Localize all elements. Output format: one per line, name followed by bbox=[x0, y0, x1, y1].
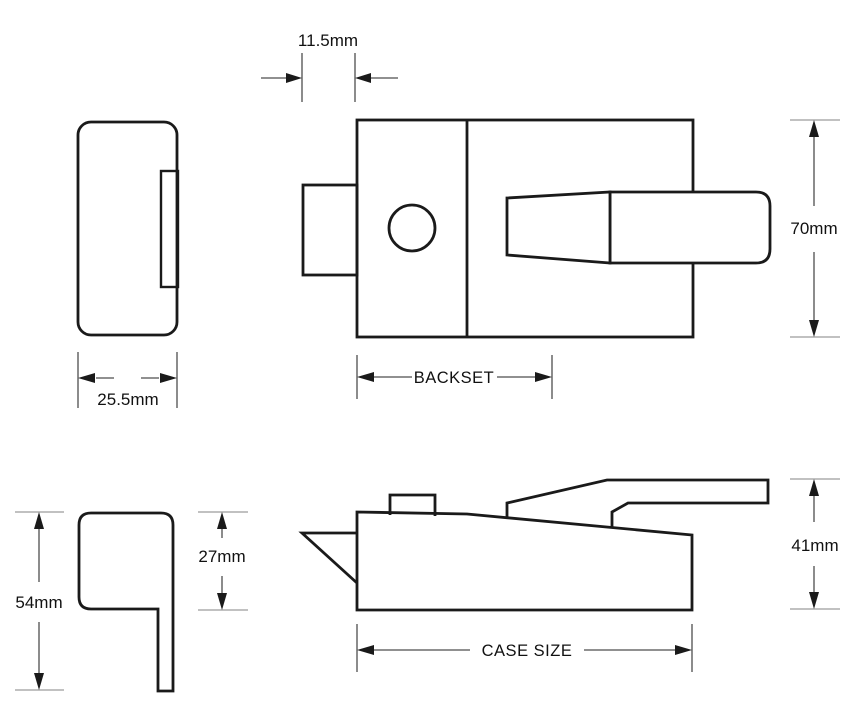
arrowhead-left bbox=[357, 372, 374, 382]
keep-outline bbox=[77, 511, 175, 693]
arrowhead-left bbox=[357, 645, 374, 655]
cylinder-slot bbox=[159, 169, 180, 289]
arrowhead-down bbox=[217, 593, 227, 610]
dimension-11-5mm: 11.5mm bbox=[261, 31, 398, 102]
arrowhead-right bbox=[535, 372, 552, 382]
dim-label-cylinder-width: 25.5mm bbox=[97, 390, 158, 409]
dim-label-keep-overall-height: 54mm bbox=[15, 593, 62, 612]
arrowhead-up bbox=[34, 512, 44, 529]
latch-bolt-rounded-end bbox=[608, 190, 772, 265]
lock-front-view bbox=[301, 118, 772, 339]
dimension-41mm: 41mm bbox=[790, 478, 840, 610]
arrowhead-right bbox=[675, 645, 692, 655]
dim-label-case-size: CASE SIZE bbox=[482, 642, 573, 660]
dim-label-cylinder-projection: 11.5mm bbox=[298, 31, 358, 50]
dimension-27mm: 27mm bbox=[198, 511, 248, 611]
arrowhead-right bbox=[286, 73, 302, 83]
cylinder-nose bbox=[301, 183, 359, 277]
dimension-backset: BACKSET bbox=[356, 355, 553, 399]
arrowhead-left bbox=[78, 373, 95, 383]
dim-label-backset: BACKSET bbox=[414, 369, 495, 387]
arrowhead-down bbox=[809, 320, 819, 337]
cylinder-profile-view bbox=[76, 120, 180, 337]
latch-bevel bbox=[298, 531, 358, 585]
handle-lever bbox=[505, 478, 770, 528]
arrowhead-right bbox=[160, 373, 177, 383]
arrowhead-down bbox=[34, 673, 44, 690]
dimension-70mm: 70mm bbox=[790, 119, 840, 338]
latch-bolt-taper bbox=[505, 190, 612, 265]
lock-side-view bbox=[298, 478, 770, 612]
keep-profile-view bbox=[77, 511, 175, 693]
arrowhead-up bbox=[809, 120, 819, 137]
arrowhead-down bbox=[809, 592, 819, 609]
case-body-outline bbox=[355, 510, 694, 612]
arrowhead-up bbox=[217, 512, 227, 529]
dimension-54mm: 54mm bbox=[15, 511, 64, 691]
keyhole-circle bbox=[387, 203, 437, 253]
arrowhead-left bbox=[355, 73, 371, 83]
dim-label-keep-body-height: 27mm bbox=[198, 547, 245, 566]
dim-label-case-height: 70mm bbox=[790, 219, 837, 238]
arrowhead-up bbox=[809, 479, 819, 496]
dim-label-case-depth: 41mm bbox=[791, 536, 838, 555]
snib-button bbox=[388, 493, 437, 516]
dimension-25-5mm: 25.5mm bbox=[77, 352, 178, 409]
dimension-case-size: CASE SIZE bbox=[356, 624, 693, 672]
